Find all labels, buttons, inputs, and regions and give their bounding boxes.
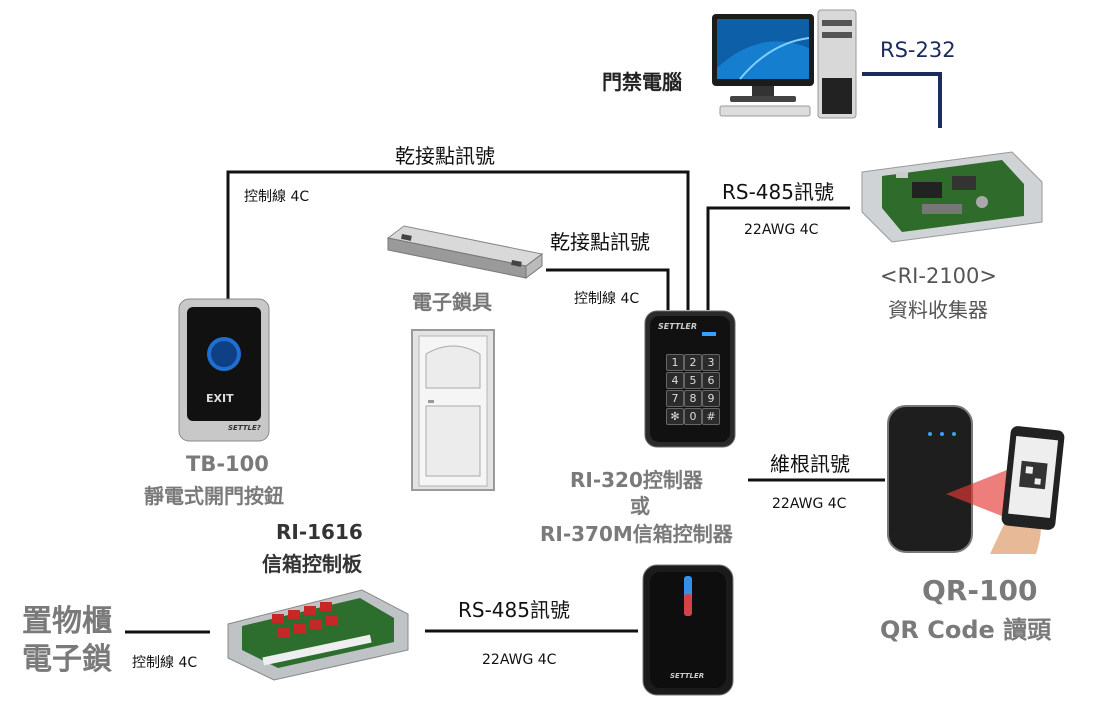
board-name: 信箱控制板 [262,552,362,576]
collector-name: 資料收集器 [888,298,988,322]
maglock-device [384,220,546,282]
door-device [410,328,496,492]
dry-contact-label-lock: 乾接點訊號 [550,230,650,254]
keypad-key[interactable]: 7 [666,390,684,407]
collector-model: <RI-2100> [880,264,997,288]
controller-line3: RI-370M信箱控制器 [540,522,733,546]
button-model: TB-100 [186,452,269,476]
control-line-label-c: 控制線 4C [132,655,198,671]
keypad-key[interactable]: # [702,408,720,425]
qr-reader-icon [887,405,1065,554]
keypad-key[interactable]: 0 [684,408,702,425]
keypad-key[interactable]: 5 [684,372,702,389]
qr-name: QR Code 讀頭 [880,616,1052,644]
awg-label-mid: 22AWG 4C [772,496,847,512]
cabinet-line2: 電子鎖 [22,642,112,677]
controller-line2: 或 [630,494,650,518]
dry-contact-wire-button [226,170,690,310]
board-model: RI-1616 [276,520,363,544]
awg-label-bottom: 22AWG 4C [482,652,557,668]
keypad-key[interactable]: 4 [666,372,684,389]
card-reader-body [642,564,734,696]
circuit-board-icon [861,151,1043,243]
keypad-key[interactable]: 9 [702,390,720,407]
exit-button-brand: SETTLE? [228,424,261,432]
qr-model: QR-100 [922,574,1038,607]
rs485-label-top: RS-485訊號 [722,180,834,204]
relay-board-icon [227,589,409,681]
card-reader-brand: SETTLER [670,672,705,680]
keypad-key[interactable]: 3 [702,354,720,371]
dry-contact-label-top: 乾接點訊號 [395,144,495,168]
rs232-label: RS-232 [880,38,956,62]
exit-button-text: EXIT [206,392,234,405]
magnetic-lock-icon [386,225,544,279]
board-device [222,584,412,684]
keypad-key[interactable]: 1 [666,354,684,371]
exit-button-body [178,298,270,442]
collector-device [852,142,1048,246]
controller-line1: RI-320控制器 [570,468,703,492]
keypad-key[interactable]: 8 [684,390,702,407]
keypad-key[interactable]: 6 [702,372,720,389]
wiegand-label: 維根訊號 [770,452,850,476]
pc-device [700,8,860,120]
maglock-label: 電子鎖具 [412,290,492,314]
cabinet-line1: 置物櫃 [22,604,112,639]
computer-icon [712,9,857,119]
button-name: 靜電式開門按鈕 [144,484,284,508]
pc-label: 門禁電腦 [602,70,682,94]
door-icon [411,329,495,491]
rs485-wire-collector [706,206,850,310]
rs232-wire [862,72,942,128]
exit-button-device: EXIT SETTLE? [178,298,270,442]
qr-reader-device [886,404,1076,556]
control-line-label-b: 控制線 4C [574,291,640,307]
controller-brand: SETTLER [658,322,698,331]
awg-label-top: 22AWG 4C [744,222,819,238]
dry-contact-wire-lock [546,268,670,310]
control-line-label-a: 控制線 4C [244,189,310,205]
keypad-key[interactable]: 2 [684,354,702,371]
card-reader-device: SETTLER [642,564,734,696]
rs485-label-bottom: RS-485訊號 [458,598,570,622]
keypad-key[interactable]: ✻ [666,408,684,425]
